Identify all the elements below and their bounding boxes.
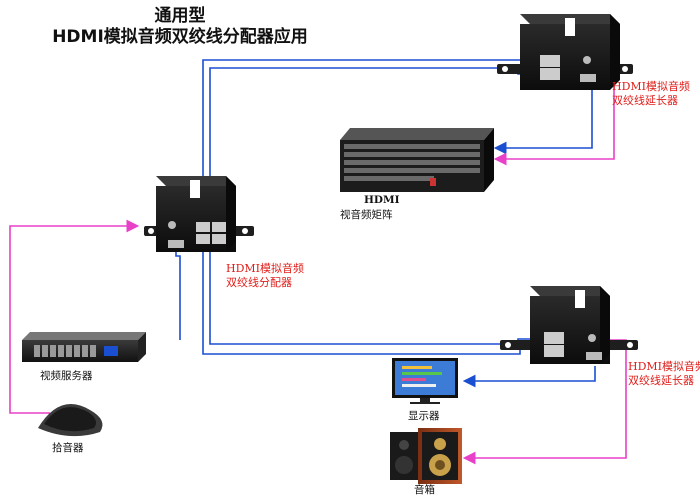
extender-bottom-label-line1: HDMI模拟音频: [628, 360, 700, 373]
splitter-label-line2: 双绞线分配器: [226, 276, 292, 289]
extender-top-label-line2: 双绞线延长器: [612, 94, 678, 107]
hdmi-port-icon: [580, 74, 596, 82]
rj45-port-icon: [540, 55, 560, 67]
audio-link-mic-to-splitter: [9, 219, 140, 414]
splitter-label-line1: HDMI模拟音频: [226, 262, 305, 275]
brand-logo-icon: [190, 180, 200, 198]
rj45-port-icon: [540, 68, 560, 80]
hdmi-link-server-to-splitter: [175, 250, 181, 340]
diagram-title-line2: HDMI模拟音频双绞线分配器应用: [52, 27, 308, 47]
monitor-device[interactable]: [392, 358, 458, 404]
audio-port-icon: [588, 334, 596, 342]
extender-top-label: HDMI模拟音频 双绞线延长器: [612, 80, 690, 108]
brand-logo-icon: [575, 290, 585, 308]
monitor-label: 显示器: [408, 410, 440, 422]
extender-bottom-label: HDMI模拟音频 双绞线延长器: [628, 360, 700, 388]
microphone-device[interactable]: [38, 404, 103, 437]
rj45-port-icon: [544, 345, 564, 357]
splitter-label: HDMI模拟音频 双绞线分配器: [226, 262, 304, 290]
rj45-port-icon: [544, 332, 564, 344]
extender-top-device[interactable]: [497, 14, 633, 90]
speakers-device[interactable]: [390, 428, 462, 484]
rj45-ports: [196, 222, 226, 244]
matrix-label-line2: 视音频矩阵: [340, 209, 393, 221]
hdmi-port-icon: [586, 352, 602, 360]
extender-bottom-device[interactable]: [500, 286, 638, 364]
matrix-label-line1: HDMI: [364, 194, 400, 206]
audio-port-icon: [168, 221, 176, 229]
diagram-title-line1: 通用型: [154, 6, 206, 26]
video-server-device[interactable]: [22, 332, 146, 362]
hdmi-matrix-device[interactable]: [340, 128, 494, 192]
twisted-pair-link-bottom: [202, 244, 542, 355]
extender-bottom-label-line2: 双绞线延长器: [628, 374, 694, 387]
hdmi-port-icon: [168, 240, 184, 248]
hdmi-link-top-to-matrix: [493, 90, 593, 155]
microphone-label: 拾音器: [52, 442, 84, 454]
server-label: 视频服务器: [40, 370, 93, 382]
speakers-label: 音箱: [414, 484, 435, 496]
extender-top-label-line1: HDMI模拟音频: [612, 80, 691, 93]
hdmi-link-bottom-to-monitor: [462, 366, 596, 388]
splitter-device[interactable]: [144, 176, 254, 252]
brand-logo-icon: [565, 18, 575, 36]
audio-port-icon: [583, 56, 591, 64]
